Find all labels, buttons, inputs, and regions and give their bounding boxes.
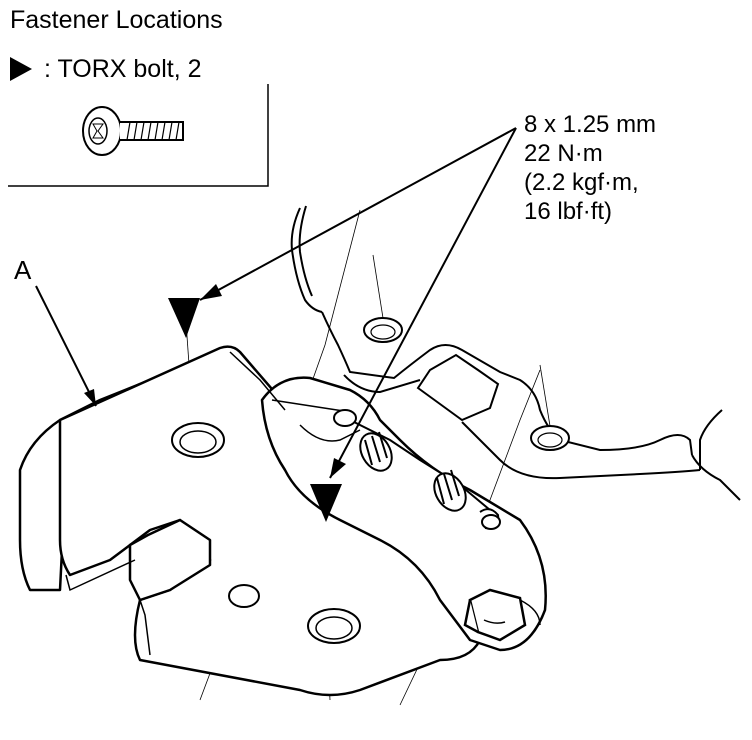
- latch-bolt-hole-2: [307, 608, 361, 644]
- part-label-a: A: [14, 255, 32, 285]
- spec-torque-kgf: (2.2 kgf·m,: [524, 169, 639, 196]
- latch-small-hole: [228, 584, 260, 608]
- legend-text: : TORX bolt, 2: [44, 55, 202, 83]
- torx-bolt-icon: [82, 106, 184, 156]
- black-triangle-icon: [10, 57, 32, 81]
- fastener-marker-1-icon: [168, 298, 200, 338]
- part-a-arrowhead: [84, 389, 96, 406]
- leader-arrowhead-2: [330, 458, 346, 478]
- fastener-marker-2-icon: [310, 484, 342, 522]
- torque-spec: 8 x 1.25 mm 22 N·m (2.2 kgf·m, 16 lbf·ft…: [524, 111, 656, 227]
- latch-bolt-hole-1: [171, 422, 225, 458]
- diagram-title: Fastener Locations: [10, 6, 223, 34]
- lever-pin: [463, 588, 527, 642]
- fastener-legend: : TORX bolt, 2: [10, 55, 201, 83]
- leader-arrowhead-1: [200, 284, 222, 300]
- latch-assembly: [18, 345, 547, 697]
- legend-box-border: [8, 84, 269, 187]
- spec-torque-lbf: 16 lbf·ft): [524, 198, 613, 225]
- spec-torque-nm: 22 N·m: [524, 140, 603, 167]
- spec-size: 8 x 1.25 mm: [524, 111, 657, 138]
- spec-leader-lines: [199, 127, 517, 479]
- spring-anchor-hole: [481, 514, 501, 530]
- body-panel: [290, 205, 741, 501]
- part-a-leader: [35, 285, 97, 407]
